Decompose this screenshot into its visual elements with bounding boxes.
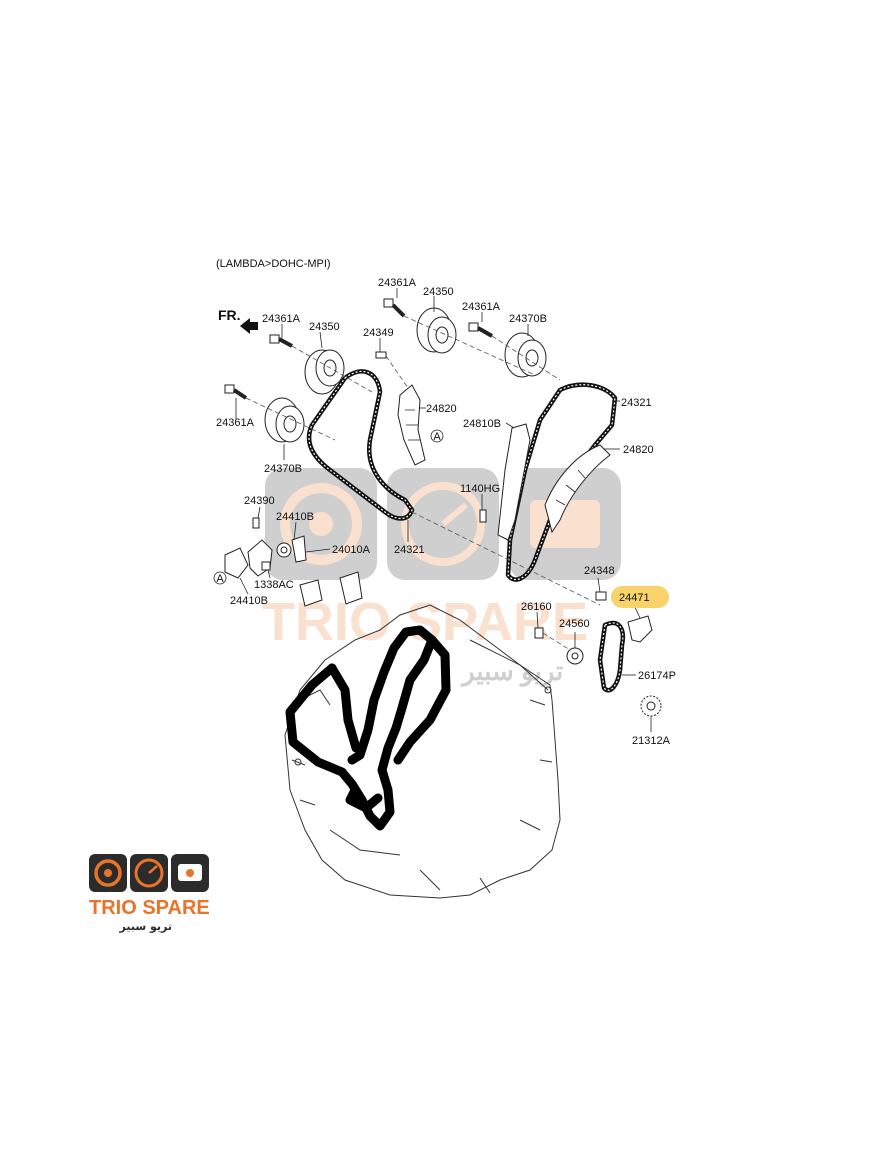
part-label-24321[interactable]: 24321	[394, 544, 425, 556]
part-label-24321[interactable]: 24321	[621, 397, 652, 409]
alignment-lines	[245, 315, 601, 651]
pin-24348	[595, 591, 607, 601]
part-label-24350[interactable]: 24350	[423, 286, 454, 298]
svg-text:A: A	[216, 573, 224, 585]
part-label-24361A[interactable]: 24361A	[216, 417, 255, 429]
bolt-26160	[534, 627, 544, 639]
part-label-26174P[interactable]: 26174P	[638, 670, 676, 682]
brand-logo: TRIO SPARE تريو سبير	[89, 854, 210, 933]
sprocket-24370B-left	[264, 397, 305, 443]
bolt-24361A-1	[269, 334, 293, 348]
svg-text:A: A	[433, 431, 441, 443]
part-label-1140HG[interactable]: 1140HG	[460, 483, 500, 495]
logo-needle-icon	[148, 865, 158, 874]
oil-pump-chain	[597, 620, 625, 693]
watermark-ring-icon	[280, 483, 362, 565]
part-labels: 24361A 24350 24361A 24370B 24361A 24350 …	[216, 277, 676, 747]
ref-marker-a-upper: A	[430, 429, 444, 443]
logo-arabic-text: تريو سبير	[119, 920, 172, 933]
pin-24349	[375, 351, 387, 359]
front-label: FR.	[218, 307, 241, 323]
part-label-24810B[interactable]: 24810B	[463, 418, 501, 430]
part-label-1338AC[interactable]: 1338AC	[254, 579, 294, 591]
tensioner-24560	[566, 647, 584, 665]
part-label-24350[interactable]: 24350	[309, 321, 340, 333]
part-label-24410B[interactable]: 24410B	[276, 511, 314, 523]
ref-marker-a-lower: A	[213, 571, 227, 585]
front-arrow-icon	[240, 318, 258, 334]
diagram-header: (LAMBDA>DOHC-MPI)	[216, 258, 331, 270]
part-label-24349[interactable]: 24349	[363, 327, 394, 339]
part-label-24010A[interactable]: 24010A	[332, 544, 371, 556]
highlight-24471	[611, 586, 669, 608]
watermark-tile-mid	[387, 468, 499, 580]
guide-24820-right	[544, 444, 611, 534]
front-direction-indicator: FR.	[218, 307, 258, 334]
part-label-24348[interactable]: 24348	[584, 565, 615, 577]
logo-hub-icon	[104, 869, 112, 877]
leader-lines	[235, 288, 652, 732]
guide-24810B	[497, 423, 531, 541]
tensioner-arm-24471	[627, 615, 653, 643]
part-label-21312A[interactable]: 21312A	[632, 735, 671, 747]
part-label-24370B[interactable]: 24370B	[264, 463, 302, 475]
tensioner-assembly	[224, 517, 363, 607]
chain-24321-left	[306, 369, 415, 521]
part-label-24471[interactable]: 24471	[619, 592, 650, 604]
part-label-24410B[interactable]: 24410B	[230, 595, 268, 607]
part-label-24820[interactable]: 24820	[623, 444, 654, 456]
part-label-24361A[interactable]: 24361A	[378, 277, 417, 289]
watermark-needle-icon	[441, 502, 468, 527]
part-label-24361A[interactable]: 24361A	[262, 313, 301, 325]
part-label-24370B[interactable]: 24370B	[509, 313, 547, 325]
part-label-24560[interactable]: 24560	[559, 618, 590, 630]
engine-timing-chain	[285, 625, 451, 831]
bolt-24361A-3	[224, 384, 248, 400]
sprocket-21312A	[640, 695, 662, 717]
guide-24820-left	[397, 384, 426, 466]
bolt-24361A-2	[383, 298, 406, 318]
logo-ring-icon	[94, 859, 122, 887]
watermark-gauge-icon	[401, 482, 485, 566]
part-label-26160[interactable]: 26160	[521, 601, 552, 613]
sprocket-24370B-right	[504, 332, 547, 378]
sprocket-24350-right	[416, 307, 457, 354]
logo-brand-text: TRIO SPARE	[89, 897, 210, 919]
part-label-24361A[interactable]: 24361A	[462, 301, 501, 313]
bolt-1140HG	[479, 509, 487, 523]
logo-engine-dot-icon	[186, 869, 194, 877]
part-label-24390[interactable]: 24390	[244, 495, 275, 507]
logo-gauge-icon	[134, 858, 164, 888]
bolt-24361A-4	[468, 322, 493, 338]
engine-block-outline	[284, 604, 561, 899]
watermark-tile-left	[265, 468, 377, 580]
watermark-hub-icon	[309, 512, 333, 536]
part-label-24820[interactable]: 24820	[426, 403, 457, 415]
